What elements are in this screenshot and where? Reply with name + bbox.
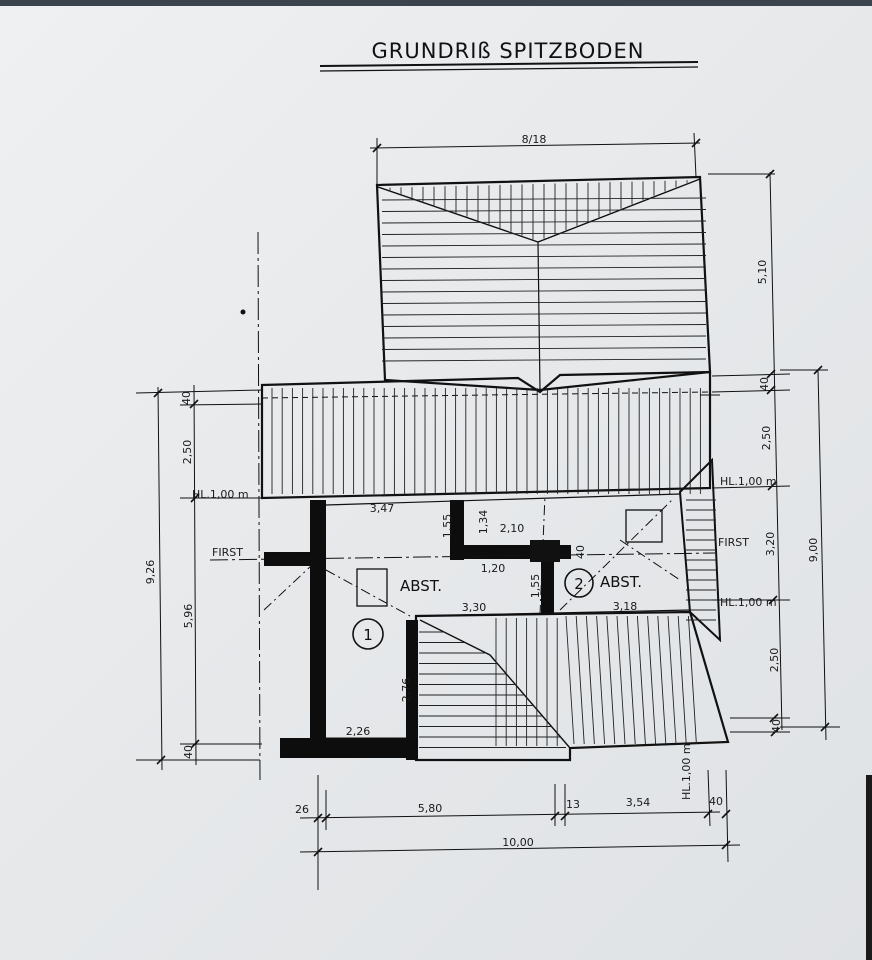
first-label-right: FIRST: [718, 536, 749, 549]
dim-right-40b: 40: [770, 719, 783, 733]
dim-bottom-40: 40: [709, 795, 723, 808]
roof-hatch-line: [626, 615, 636, 745]
dim-right-510: 5,10: [756, 260, 769, 285]
dim-inner-210: 2,10: [500, 522, 525, 535]
upper-roof: [375, 175, 712, 392]
right-gable-roof: [678, 457, 722, 643]
hl-label-top-right: HL.1,00 m: [720, 475, 777, 488]
roof-hatch-line: [647, 615, 657, 745]
roof-hatch-line: [381, 301, 707, 304]
roof-hatch-line: [381, 289, 707, 293]
lower-roof-band: [414, 610, 730, 762]
dim-right-320: 3,20: [764, 532, 777, 557]
clearance-lines: [263, 494, 681, 617]
dim-right-250a: 2,50: [760, 426, 773, 451]
first-label-left: FIRST: [212, 546, 243, 559]
dimension-ticks: [153, 138, 830, 857]
left-axis-line: [257, 231, 261, 781]
roof-hatch-line: [381, 312, 707, 316]
roof-hatch-line: [381, 324, 707, 327]
dim-bottom-580: 5,80: [418, 802, 443, 815]
dim-left-total: 9,26: [144, 560, 157, 585]
dim-right-40a: 40: [758, 377, 771, 391]
dim-bottom-26: 26: [295, 803, 309, 816]
abst-marker-left: [356, 568, 388, 607]
roof-hatch-line: [565, 615, 575, 745]
room-2-circle: [564, 568, 594, 598]
dim-inner-347: 3,47: [370, 502, 395, 515]
roof-hatch-line: [381, 266, 707, 270]
drawing-title: GRUNDRIß SPITZBODEN: [372, 39, 645, 63]
dim-left-40a: 40: [180, 391, 193, 405]
roof-hatch-line: [616, 615, 626, 745]
dim-left-40b: 40: [182, 745, 195, 759]
hl-label-bottom: HL.1,00 m: [680, 743, 693, 800]
roof-hatch-line: [381, 278, 707, 281]
roof-hatch-line: [381, 335, 707, 339]
dim-inner-40: 40: [574, 545, 587, 559]
hl-label-top-left: HL.1,00 m: [192, 488, 249, 501]
dim-inner-155a: 1,55: [441, 514, 454, 539]
dimension-lines: [135, 132, 840, 890]
dim-inner-120: 1,20: [481, 562, 506, 575]
roof-hatch-line: [636, 615, 646, 745]
dim-inner-134: 1,34: [477, 510, 490, 535]
room-2-number: 2: [574, 575, 584, 593]
roof-hatch-line: [381, 255, 707, 258]
dim-bottom-total: 10,00: [502, 836, 534, 849]
roof-hatch-line: [585, 615, 595, 745]
dim-left-596: 5,96: [182, 604, 195, 629]
dim-inner-330: 3,30: [462, 601, 487, 614]
roof-hatch-line: [667, 615, 677, 745]
roof-hatch-line: [687, 615, 697, 745]
dim-right-total: 9,00: [807, 538, 820, 563]
dim-left-250: 2,50: [181, 440, 194, 465]
roof-hatch-line: [596, 615, 606, 745]
roof-hatch-line: [381, 358, 707, 362]
room-1-circle: [352, 618, 384, 650]
dim-inner-276: 2,76: [400, 678, 413, 703]
dim-top-width: 8/18: [522, 133, 547, 146]
room-1-number: 1: [363, 626, 373, 644]
dim-inner-226: 2,26: [346, 725, 371, 738]
middle-roof-band: [260, 370, 712, 500]
hl-label-mid-right: HL.1,00 m: [720, 596, 777, 609]
roof-hatch-line: [381, 347, 707, 350]
dim-inner-318: 3,18: [613, 600, 638, 613]
roof-hatch-line: [381, 243, 707, 247]
abst-marker-right: [625, 509, 663, 543]
roof-hatch-line: [677, 615, 687, 745]
title-underline-1: [319, 61, 699, 67]
abst-label-right: ABST.: [600, 573, 642, 591]
dim-inner-155b: 1,55: [529, 574, 542, 599]
title-underline-2: [319, 66, 699, 72]
walls: [264, 493, 691, 760]
abst-label-left: ABST.: [400, 577, 442, 595]
sheet-right-edge: [866, 775, 872, 960]
ridge-axis-line: [209, 552, 716, 561]
sheet-top-edge: [0, 0, 872, 6]
dim-bottom-13: 13: [566, 798, 580, 811]
roof-hatch-line: [657, 615, 667, 745]
paper-speck: [240, 309, 246, 315]
roof-hatch-line: [575, 615, 585, 745]
dim-right-250b: 2,50: [768, 648, 781, 673]
roof-hatch-line: [606, 615, 616, 745]
dim-bottom-354: 3,54: [626, 796, 651, 809]
